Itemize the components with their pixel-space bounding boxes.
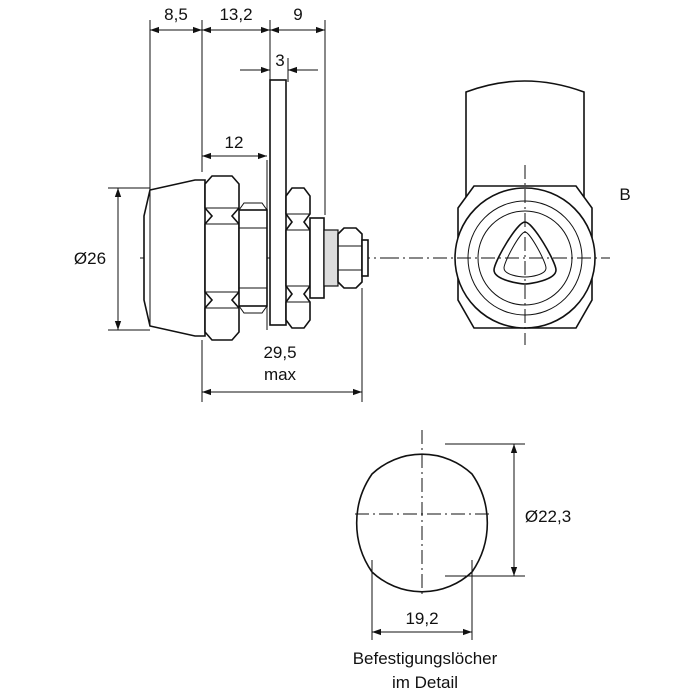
dim-label-22-3: Ø22,3 — [525, 507, 571, 526]
caption-line-1: Befestigungslöcher — [353, 649, 498, 668]
mounting-hole-detail: Ø22,3 19,2 Befestigungslöcher im Detail — [353, 430, 571, 692]
hex-nut-front — [204, 175, 240, 341]
dim-label-3: 3 — [275, 51, 284, 70]
rear-small-nut — [337, 227, 369, 289]
sleeve — [323, 229, 339, 287]
dim-label-9: 9 — [293, 5, 302, 24]
mounting-hole-outline — [355, 453, 489, 593]
front-view: B — [385, 80, 631, 345]
knob — [143, 179, 206, 337]
caption-line-2: im Detail — [392, 673, 458, 692]
dim-label-8-5: 8,5 — [164, 5, 188, 24]
hex-nut-rear — [285, 187, 311, 329]
view-label-b: B — [619, 185, 630, 204]
dim-label-13-2: 13,2 — [219, 5, 252, 24]
side-view: 8,5 13,2 9 3 12 Ø26 29,5 max — [74, 5, 390, 402]
dim-label-19-2: 19,2 — [405, 609, 438, 628]
threaded-body — [238, 202, 268, 314]
dim-label-12: 12 — [225, 133, 244, 152]
dim-label-max: max — [264, 365, 297, 384]
panel-plate — [269, 79, 287, 326]
dim-label-29-5: 29,5 — [263, 343, 296, 362]
spacer — [309, 217, 325, 299]
dim-label-26: Ø26 — [74, 249, 106, 268]
triangle-keyway — [493, 221, 557, 285]
